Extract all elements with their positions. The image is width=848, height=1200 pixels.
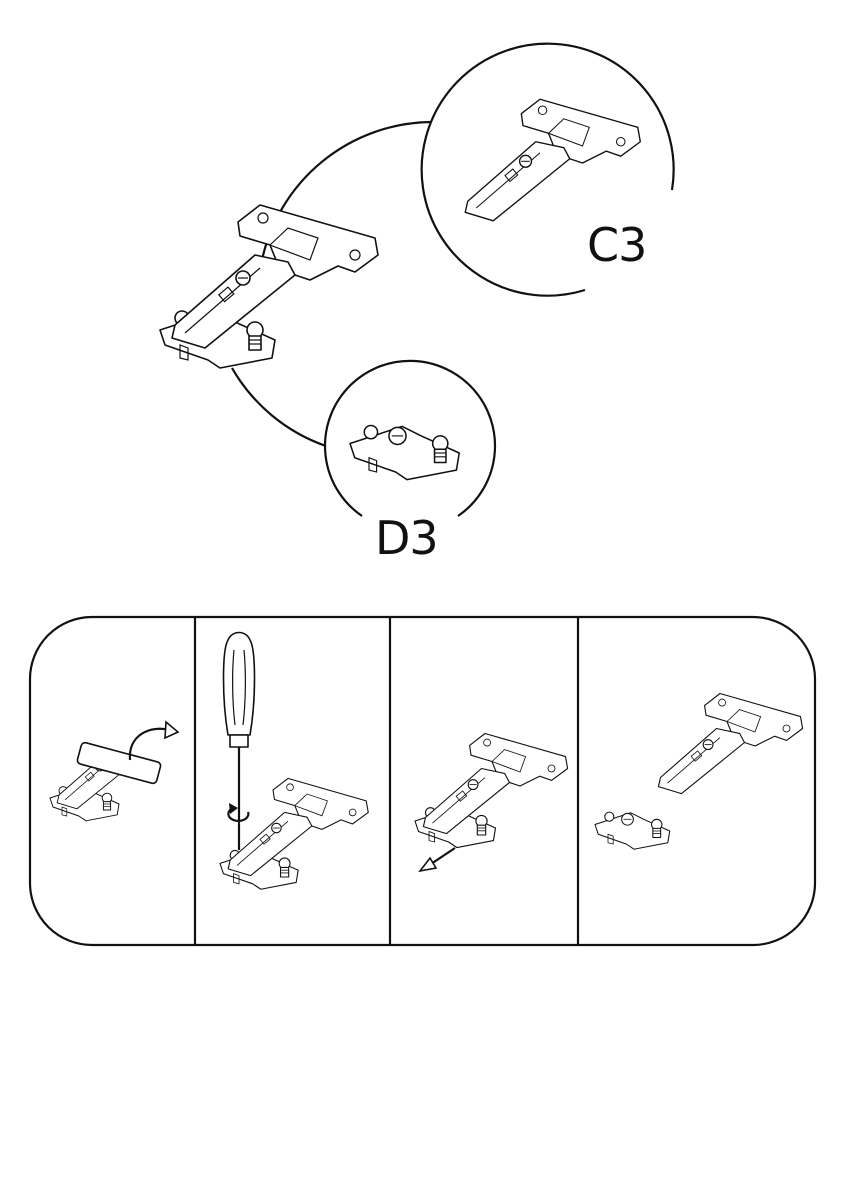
- mounting-plate-d3-illustration: [349, 424, 461, 481]
- detail-circle-d3: [323, 359, 497, 517]
- step-2-illustration: [220, 778, 368, 889]
- part-label-d3: D3: [375, 511, 439, 565]
- part-label-c3: C3: [587, 218, 647, 272]
- step-4-arm-illustration: [657, 692, 804, 795]
- lift-arrow-icon: [128, 727, 171, 761]
- step-3-illustration: [415, 734, 568, 848]
- rotate-icon: [227, 806, 250, 822]
- detail-circle-c3: [420, 42, 675, 297]
- step-1-plate: [76, 741, 162, 785]
- hinge-arm-c3-illustration: [464, 98, 641, 222]
- connector-arc-d3: [231, 367, 327, 448]
- step-4-plate-illustration: [594, 811, 671, 850]
- arrow-head: [164, 720, 180, 740]
- screwdriver-icon: [222, 631, 256, 850]
- hinge-main-illustration: [160, 205, 378, 368]
- steps-panel: [28, 615, 817, 947]
